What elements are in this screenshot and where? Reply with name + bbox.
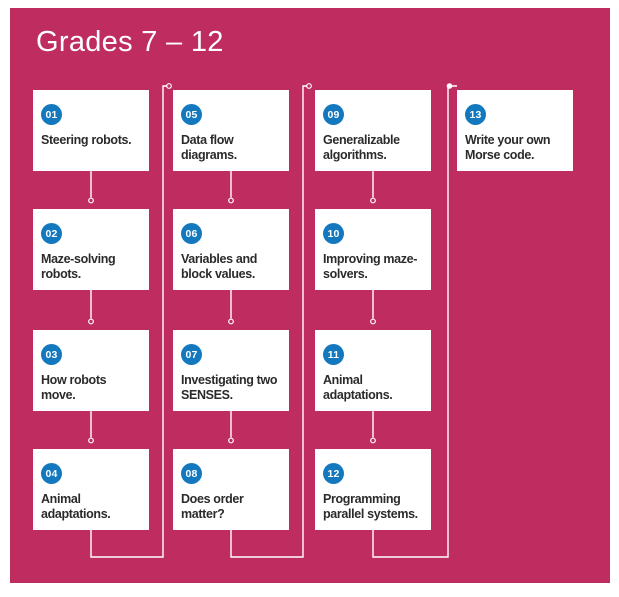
lesson-title: Maze-solving robots. — [41, 252, 116, 281]
lesson-title: Does order matter? — [181, 492, 244, 521]
lesson-title: Generalizable algorithms. — [323, 133, 400, 162]
lesson-number: 13 — [469, 108, 482, 121]
lesson-card-12: 12 Programming parallel systems. — [315, 449, 431, 530]
lesson-number: 12 — [327, 467, 340, 480]
lesson-title: Programming parallel systems. — [323, 492, 418, 521]
lesson-number: 04 — [45, 467, 58, 480]
lesson-title: How robots move. — [41, 373, 107, 402]
lesson-number: 09 — [327, 108, 340, 121]
lesson-title: Variables and block values. — [181, 252, 258, 281]
lesson-number: 06 — [185, 227, 198, 240]
lesson-number: 08 — [185, 467, 198, 480]
lesson-number-badge: 12 — [323, 463, 344, 484]
lesson-number: 11 — [327, 348, 340, 361]
page-title: Grades 7 – 12 — [36, 26, 224, 58]
lesson-title: Improving maze- solvers. — [323, 252, 418, 281]
lesson-number-badge: 03 — [41, 344, 62, 365]
lesson-number: 02 — [45, 227, 58, 240]
lesson-card-08: 08 Does order matter? — [173, 449, 289, 530]
lesson-card-10: 10 Improving maze- solvers. — [315, 209, 431, 290]
lesson-card-03: 03 How robots move. — [33, 330, 149, 411]
lesson-number-badge: 10 — [323, 223, 344, 244]
lesson-number: 03 — [45, 348, 58, 361]
lesson-number-badge: 08 — [181, 463, 202, 484]
lesson-card-11: 11 Animal adaptations. — [315, 330, 431, 411]
lesson-title: Investigating two SENSES. — [181, 373, 278, 402]
lesson-number-badge: 01 — [41, 104, 62, 125]
lesson-number: 07 — [185, 348, 198, 361]
lesson-number: 10 — [327, 227, 340, 240]
lesson-number-badge: 07 — [181, 344, 202, 365]
lesson-card-07: 07 Investigating two SENSES. — [173, 330, 289, 411]
lesson-card-01: 01 Steering robots. — [33, 90, 149, 171]
lesson-number-badge: 09 — [323, 104, 344, 125]
lesson-number-badge: 11 — [323, 344, 344, 365]
lesson-number: 05 — [185, 108, 198, 121]
lesson-title: Steering robots. — [41, 133, 132, 147]
lesson-title: Write your own Morse code. — [465, 133, 551, 162]
lesson-title: Data flow diagrams. — [181, 133, 237, 162]
lesson-number-badge: 02 — [41, 223, 62, 244]
lesson-number-badge: 06 — [181, 223, 202, 244]
lesson-title: Animal adaptations. — [41, 492, 111, 521]
lesson-number-badge: 05 — [181, 104, 202, 125]
lesson-number-badge: 13 — [465, 104, 486, 125]
lesson-number-badge: 04 — [41, 463, 62, 484]
lesson-card-06: 06 Variables and block values. — [173, 209, 289, 290]
lesson-title: Animal adaptations. — [323, 373, 393, 402]
lesson-card-05: 05 Data flow diagrams. — [173, 90, 289, 171]
lesson-card-02: 02 Maze-solving robots. — [33, 209, 149, 290]
lesson-card-09: 09 Generalizable algorithms. — [315, 90, 431, 171]
lesson-number: 01 — [45, 108, 58, 121]
lesson-card-04: 04 Animal adaptations. — [33, 449, 149, 530]
lesson-card-13: 13 Write your own Morse code. — [457, 90, 573, 171]
